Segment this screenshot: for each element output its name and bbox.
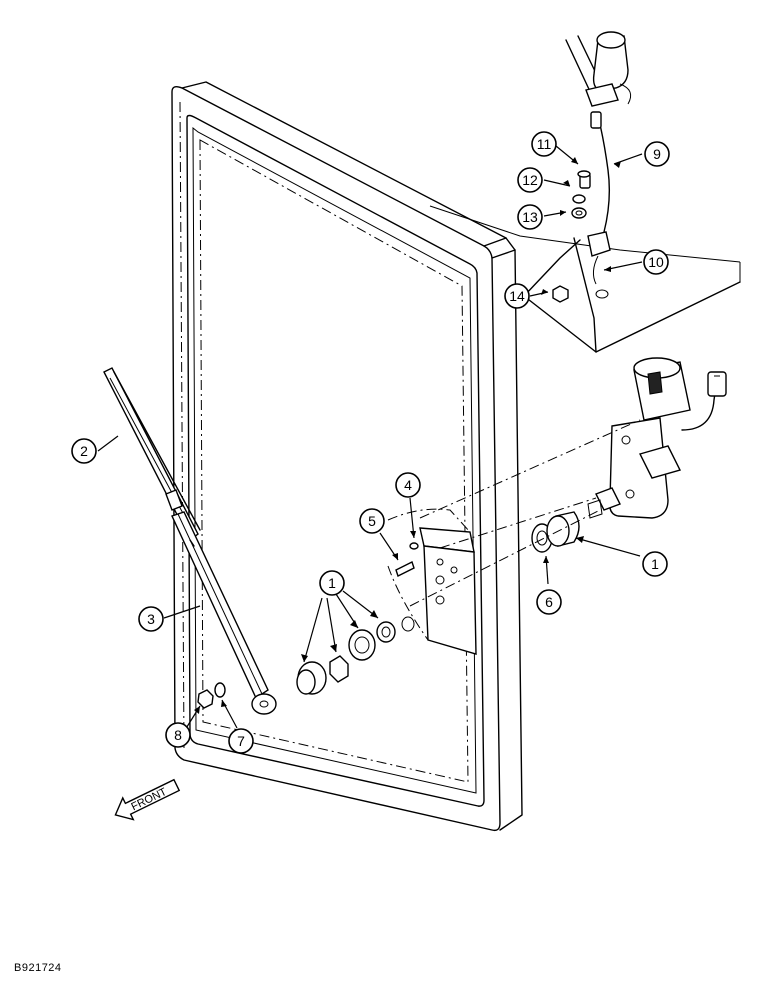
svg-text:13: 13 bbox=[522, 209, 538, 225]
callout-6: 6 bbox=[536, 589, 562, 615]
alignment-lines bbox=[409, 419, 641, 607]
motor-spacers bbox=[531, 511, 580, 553]
front-direction-arrow: FRONT bbox=[114, 778, 181, 821]
svg-text:12: 12 bbox=[522, 172, 538, 188]
wiper-motor bbox=[587, 357, 727, 519]
callout-13: 13 bbox=[517, 204, 543, 230]
callout-7: 7 bbox=[228, 728, 254, 754]
svg-text:11: 11 bbox=[537, 136, 552, 152]
callout-14: 14 bbox=[504, 283, 530, 309]
svg-text:7: 7 bbox=[237, 733, 245, 749]
svg-text:14: 14 bbox=[509, 288, 525, 304]
callout-5: 5 bbox=[359, 508, 385, 534]
svg-text:3: 3 bbox=[147, 611, 155, 627]
svg-text:9: 9 bbox=[653, 146, 661, 162]
callout-8: 8 bbox=[165, 722, 191, 748]
callout-9: 9 bbox=[644, 141, 670, 167]
wiper-arm bbox=[171, 511, 277, 715]
callout-3: 3 bbox=[138, 606, 164, 632]
leader-lines bbox=[97, 145, 643, 731]
roof-bracket bbox=[429, 31, 741, 353]
callout-4: 4 bbox=[395, 472, 421, 498]
svg-text:4: 4 bbox=[404, 477, 412, 493]
callout-11: 11 bbox=[531, 131, 557, 157]
wiper-blade bbox=[103, 367, 201, 542]
svg-text:6: 6 bbox=[545, 594, 553, 610]
front-arrow-label: FRONT bbox=[129, 786, 169, 814]
svg-text:1: 1 bbox=[328, 575, 336, 591]
callout-1a: 1 bbox=[319, 570, 345, 596]
svg-text:8: 8 bbox=[174, 727, 182, 743]
arm-nuts bbox=[197, 682, 226, 709]
svg-text:2: 2 bbox=[80, 443, 88, 459]
figure-id: B921724 bbox=[14, 962, 62, 974]
window-frame bbox=[171, 81, 523, 832]
motor-bracket bbox=[387, 508, 477, 655]
callout-1b: 1 bbox=[642, 551, 668, 577]
pivot-hardware bbox=[296, 616, 415, 695]
callout-12: 12 bbox=[517, 167, 543, 193]
svg-text:5: 5 bbox=[368, 513, 376, 529]
callout-2: 2 bbox=[71, 438, 97, 464]
svg-text:1: 1 bbox=[651, 556, 659, 572]
svg-text:10: 10 bbox=[648, 254, 664, 270]
callout-10: 10 bbox=[643, 249, 669, 275]
